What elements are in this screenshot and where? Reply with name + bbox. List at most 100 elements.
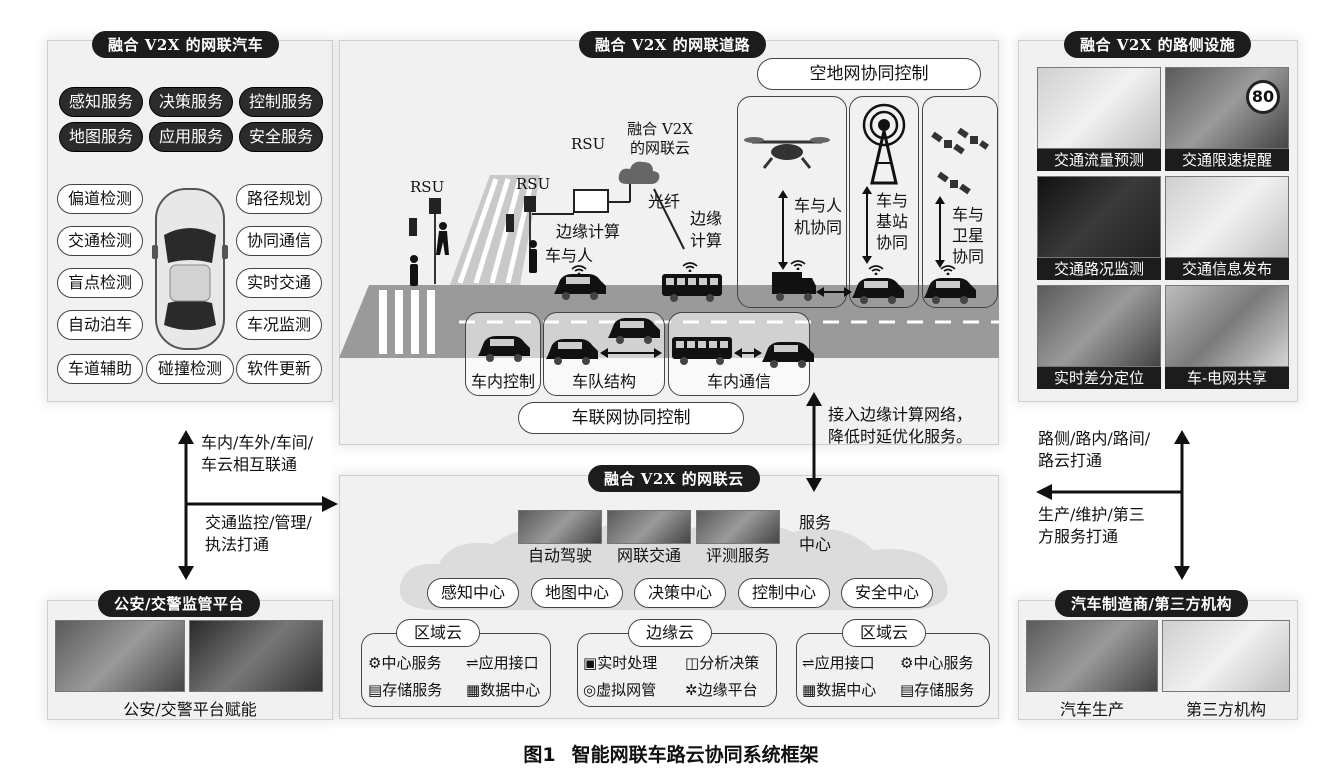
right-cross-arrow [1036, 430, 1190, 580]
uav-cooperation-box [737, 96, 847, 308]
regional-cloud-right-name: 区域云 [842, 619, 926, 647]
cloud-item: ⚙中心服务 [900, 654, 974, 672]
roadside-item-caption: 交通信息发布 [1165, 258, 1289, 280]
rsu-label: RSU [571, 135, 606, 153]
fiber-link [653, 188, 685, 250]
police-caption: 公安/交警平台赋能 [123, 700, 257, 719]
connected-traffic-image [607, 510, 691, 544]
service-pill: 控制服务 [239, 87, 323, 117]
traffic-light-icon [409, 198, 441, 284]
figure-title: 智能网联车路云协同系统框架 [571, 744, 819, 766]
double-arrow-vertical [935, 196, 945, 268]
car-icon [852, 278, 904, 304]
roadside-item-caption: 车-电网共享 [1165, 367, 1289, 389]
center-arrow-label: 接入边缘计算网络， 降低时延优化服务。 [828, 405, 973, 446]
service-item-label: 评测服务 [705, 546, 770, 565]
edge-compute-label: 边缘 计算 [689, 209, 722, 250]
base-station-icon [862, 103, 906, 185]
rsu-label: RSU [410, 178, 445, 196]
left-cross-arrow [178, 430, 338, 580]
roadside-item-caption: 交通路况监测 [1037, 258, 1161, 280]
vehicle-func-pill: 软件更新 [236, 354, 322, 384]
evaluation-image [696, 510, 780, 544]
cloud-item: ⇌应用接口 [466, 654, 539, 672]
bus-icon [672, 337, 732, 365]
maker-right-caption: 第三方机构 [1185, 700, 1266, 719]
pedestrian-icon [436, 222, 449, 255]
truck-icon [772, 272, 816, 301]
double-arrow-horizontal [734, 348, 762, 358]
vehicle-func-pill: 路径规划 [236, 184, 322, 214]
service-center-label: 服务 中心 [798, 513, 831, 554]
cloud-item: ⇌应用接口 [802, 654, 875, 672]
right-bottom-arrow-label: 生产/维护/第三 方服务打通 [1038, 505, 1145, 546]
center-pill: 安全中心 [841, 578, 933, 608]
road-monitor-image [1037, 176, 1161, 258]
regional-cloud-left-name: 区域云 [396, 619, 480, 647]
info-release-image [1165, 176, 1289, 258]
analysis-icon: ◫ [685, 654, 700, 672]
api-icon: ⇌ [802, 654, 815, 672]
speed-sign: 80 [1246, 80, 1280, 114]
left-top-arrow-label: 车内/车外/车间/ 车云相互联通 [201, 433, 314, 474]
vehicle-func-pill: 盲点检测 [57, 268, 143, 298]
cloud-item: ▤存储服务 [900, 681, 975, 699]
pedestrian-icon [410, 255, 418, 286]
rtk-positioning-image [1037, 285, 1161, 367]
drone-icon [744, 137, 830, 169]
third-party-building-image [1162, 620, 1290, 692]
service-pill: 安全服务 [239, 122, 323, 152]
rsu-label: RSU [516, 175, 551, 193]
car-icon [478, 336, 530, 362]
double-arrow-horizontal [816, 287, 852, 297]
traffic-map-image [1037, 67, 1161, 149]
iov-control-pill: 车联网协同控制 [518, 402, 744, 434]
cloud-icon [618, 161, 660, 184]
vehicle-func-pill: 碰撞检测 [146, 354, 234, 384]
service-pill: 决策服务 [149, 87, 233, 117]
api-icon: ⇌ [466, 654, 479, 672]
datacenter-icon: ▦ [802, 681, 817, 699]
edge-cloud-name: 边缘云 [628, 619, 712, 647]
cloud-item: ◫分析决策 [685, 654, 760, 672]
roadside-panel-title: 融合 V2X 的路侧设施 [1064, 31, 1252, 58]
service-item-label: 自动驾驶 [527, 546, 592, 565]
vehicle-person-machine-label: 车与人 机协同 [793, 196, 842, 237]
wifi-icon [790, 260, 806, 270]
police-panel-title: 公安/交警监管平台 [98, 590, 260, 617]
storage-icon: ▤ [368, 681, 383, 699]
car-icon [608, 318, 660, 344]
maker-left-caption: 汽车生产 [1059, 700, 1124, 719]
road-panel-title: 融合 V2X 的网联道路 [579, 31, 767, 58]
cloud-label: 融合 V2X 的网联云 [627, 120, 693, 157]
car-icon [554, 274, 606, 300]
in-vehicle-comm-label: 车内通信 [706, 372, 771, 391]
sky-control-pill: 空地网协同控制 [757, 58, 981, 90]
service-pill: 地图服务 [59, 122, 143, 152]
network-icon: ◎ [583, 681, 597, 699]
vehicle-func-pill: 偏道检测 [57, 184, 143, 214]
service-icon: ⚙ [368, 654, 382, 672]
satellite-icon [931, 128, 989, 195]
vehicle-satellite-label: 车与 卫星 协同 [951, 205, 984, 266]
service-pill: 应用服务 [149, 122, 233, 152]
base-station-box [849, 96, 919, 308]
roadside-item-caption: 交通流量预测 [1037, 149, 1161, 171]
platform-icon: ✲ [685, 681, 698, 699]
roadside-item-caption: 实时差分定位 [1037, 367, 1161, 389]
fiber-label: 光纤 [648, 192, 681, 211]
bus-icon [662, 274, 722, 302]
satellite-box [922, 96, 998, 308]
vehicle-func-pill: 协同通信 [236, 226, 322, 256]
cloud-item: ▣实时处理 [583, 654, 658, 672]
cloud-panel-title: 融合 V2X 的网联云 [588, 465, 760, 492]
vehicle-base-label: 车与 基站 协同 [875, 191, 908, 252]
center-pill: 控制中心 [738, 578, 830, 608]
processing-icon: ▣ [583, 654, 598, 672]
vehicle-func-pill: 实时交通 [236, 268, 322, 298]
center-pill: 地图中心 [531, 578, 623, 608]
vehicle-func-pill: 自动泊车 [57, 310, 143, 340]
vehicle-func-pill: 车道辅助 [57, 354, 143, 384]
center-pill: 感知中心 [427, 578, 519, 608]
